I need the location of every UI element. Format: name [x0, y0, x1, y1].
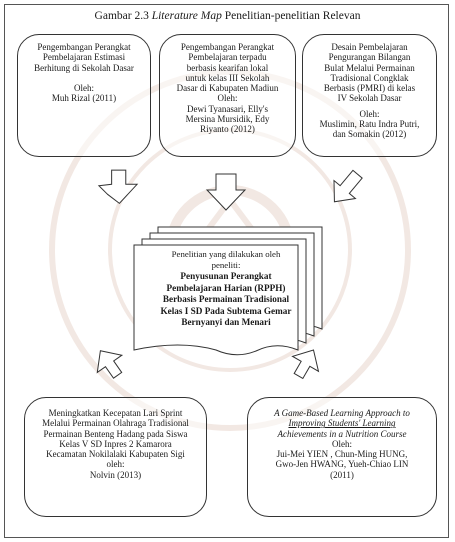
box5-line: Achievements in a Nutrition Course: [277, 428, 407, 439]
box2-oleh: Oleh:: [217, 93, 238, 104]
box3-line: IV Sekolah Dasar: [337, 93, 402, 104]
box4-line: Kelas V SD Inpres 2 Kamarora: [59, 438, 172, 449]
center-intro: Penelitian yang dilakukan oleh: [171, 249, 281, 259]
box2-line: berbasis kearifan lokal: [186, 62, 269, 73]
box2-line: Dasar di Kabupaten Madiun: [176, 83, 279, 94]
box5-author: (2011): [330, 469, 354, 480]
figure-frame: [4, 4, 449, 538]
box3-line: Bulat Melalui Permainan: [324, 62, 415, 73]
box3-line: Pengurangan Bilangan: [328, 52, 411, 63]
box4-author: Nolvin (2013): [89, 469, 142, 480]
box3-line: Tradisional Congklak: [330, 72, 409, 83]
box2-author: Dewi Tyanasari, Elly's: [186, 103, 269, 114]
box5-line: Improving Students' Learning: [288, 418, 396, 429]
box4-line: Meningkatkan Kecepatan Lari Sprint: [48, 408, 183, 418]
box3-oleh: Oleh:: [359, 108, 380, 119]
box3-author: Muslimin, Ratu Indra Putri,: [319, 119, 420, 130]
box5-author: Gwo-Jen HWANG, Yueh-Chiao LIN: [275, 459, 409, 470]
box1-oleh: Oleh:: [74, 82, 94, 93]
center-document-stack: [133, 226, 323, 356]
hollow-arrow-icon: [97, 169, 139, 205]
center-title: Berbasis Permainan Tradisional: [162, 294, 290, 305]
box1-line: Pengembangan Perangkat: [37, 42, 131, 52]
center-title: Kelas I SD Pada Subtema Gemar: [160, 305, 292, 316]
figure-title: Gambar 2.3 Literature Map Penelitian-pen…: [94, 10, 361, 22]
hollow-arrow-icon: [291, 349, 320, 380]
reference-box-yien: A Game-Based Learning Approach to Improv…: [247, 397, 437, 517]
center-title: Bernyanyi dan Menari: [181, 317, 271, 328]
center-title: Penyusunan Perangkat: [180, 271, 272, 281]
reference-box-nolvin: Meningkatkan Kecepatan Lari Sprint Melal…: [24, 397, 207, 517]
box4-oleh: oleh:: [106, 459, 125, 470]
box1-author: Muh Rizal (2011): [51, 93, 117, 104]
box4-line: Kecamatan Nokilalaki Kabupaten Sigi: [46, 449, 185, 460]
box2-line: Pengembangan Perangkat: [180, 42, 275, 52]
box4-line: Permainan Benteng Hadang pada Siswa: [43, 428, 188, 439]
hollow-arrow-icon: [96, 350, 124, 379]
box2-author: Mersina Mursidik, Edy: [185, 114, 270, 125]
reference-box-rizal: Pengembangan Perangkat Pembelajaran Esti…: [17, 34, 151, 157]
box2-line: Pembelajaran terpadu: [188, 52, 267, 63]
box4-line: Melalui Permainan Olahraga Tradisional: [42, 418, 189, 429]
box1-line: Berhitung di Sekolah Dasar: [34, 62, 134, 73]
box5-author: Jui-Mei YIEN , Chun-Ming HUNG,: [276, 449, 408, 460]
center-intro: peneliti:: [211, 260, 241, 270]
center-research-text: Penelitian yang dilakukan oleh peneliti:…: [147, 249, 305, 329]
box5-oleh: Oleh:: [332, 438, 352, 449]
box3-line: Berbasis (PMRI) di kelas: [323, 83, 416, 94]
box2-author: Riyanto (2012): [200, 124, 255, 135]
box3-author: dan Somakin (2012): [332, 129, 407, 140]
box5-line: A Game-Based Learning Approach to: [274, 408, 410, 418]
box1-line: Pembelajaran Estimasi: [42, 52, 126, 63]
hollow-arrow-icon: [333, 169, 363, 203]
reference-box-tyanasari: Pengembangan Perangkat Pembelajaran terp…: [159, 34, 296, 157]
box2-line: untuk kelas III Sekolah: [185, 72, 270, 83]
box3-line: Desain Pembelajaran: [331, 42, 408, 52]
reference-box-muslimin: Desain Pembelajaran Pengurangan Bilangan…: [302, 34, 437, 157]
hollow-arrow-icon: [205, 173, 247, 211]
center-title: Pembelajaran Harian (RPPH): [166, 282, 286, 293]
